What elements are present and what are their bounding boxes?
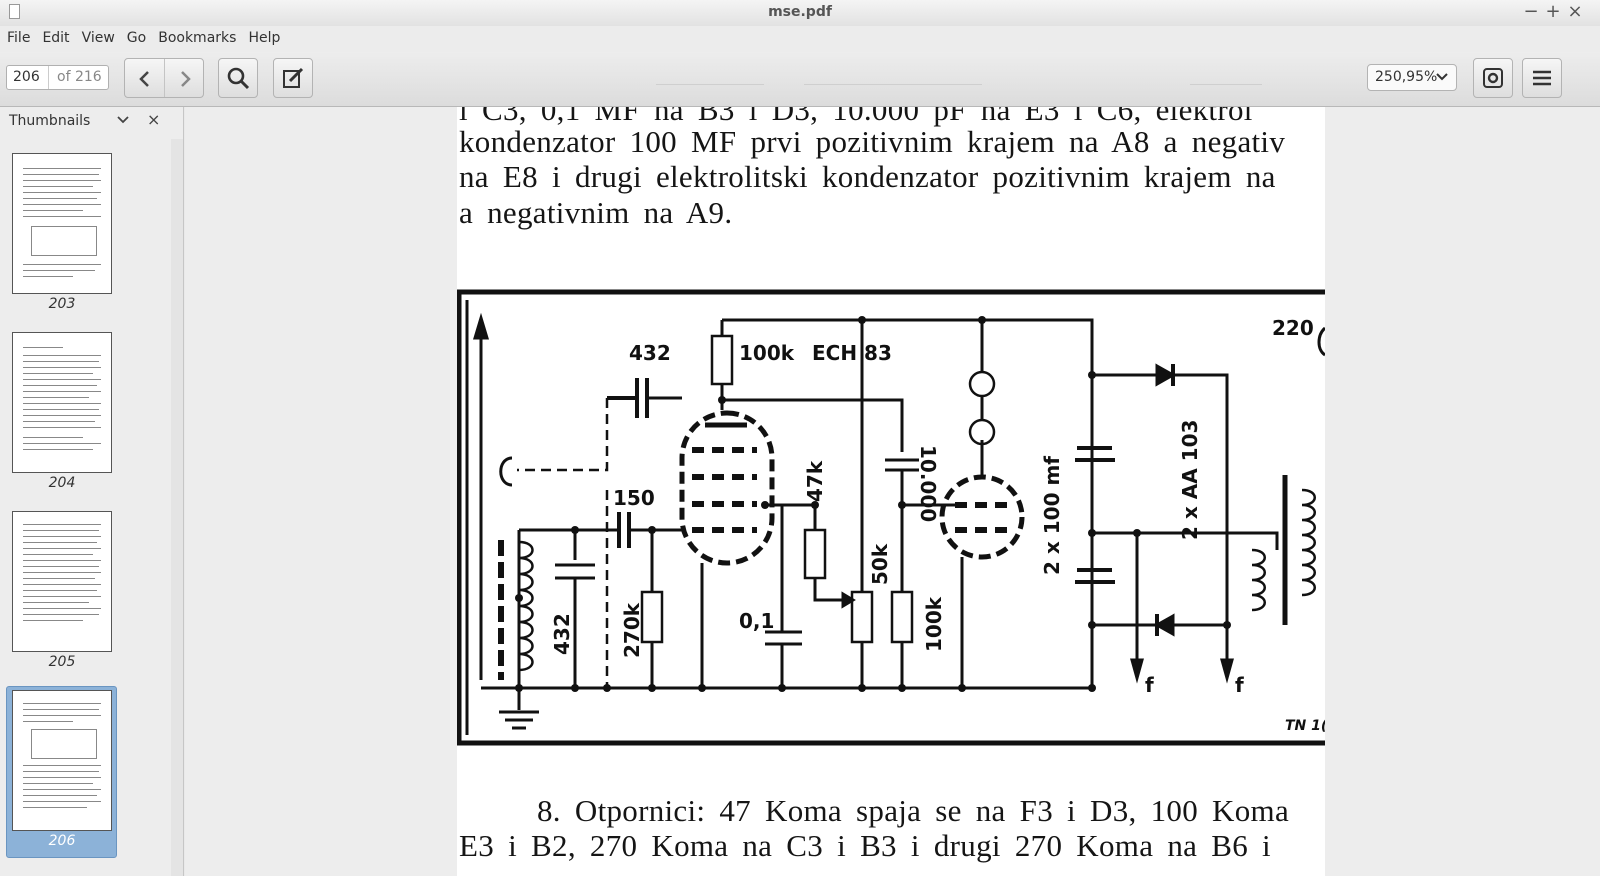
schematic-label: 50k	[868, 543, 892, 585]
menu-go[interactable]: Go	[126, 30, 147, 46]
thumbnail-page[interactable]	[12, 332, 112, 473]
page-number-input[interactable]: 206	[7, 66, 49, 89]
sidebar-scrollbar[interactable]	[171, 139, 183, 876]
page-selector: 206 of 216	[6, 65, 109, 90]
thumbnails-sidebar: Thumbnails × 203 204 205 206	[0, 107, 184, 876]
close-icon[interactable]: ×	[1567, 1, 1583, 22]
find-button[interactable]	[218, 58, 258, 98]
text-line: i C3, 0,1 MF na B3 i D3, 10.000 pF na E3…	[459, 107, 1253, 127]
menu-view[interactable]: View	[81, 30, 115, 46]
maximize-icon[interactable]: +	[1545, 1, 1561, 22]
menu-help[interactable]: Help	[248, 30, 281, 46]
text-line: E3 i B2, 270 Koma na C3 i B3 i drugi 270…	[459, 828, 1271, 863]
text-line: a negativnim na A9.	[459, 195, 733, 230]
circuit-schematic: 432 100k ECH 83 10.000 220 150 47k 50k 2…	[457, 289, 1325, 746]
schematic-label: f	[1235, 673, 1244, 697]
previous-page-button[interactable]	[136, 70, 154, 88]
schematic-label: 47k	[803, 460, 827, 502]
schematic-label: 100k	[922, 596, 946, 652]
schematic-label: TN 1(	[1285, 718, 1325, 734]
minimize-icon[interactable]: −	[1523, 1, 1539, 22]
search-icon	[227, 67, 250, 90]
schematic-label: 10.000	[916, 445, 940, 522]
page-navigation	[124, 58, 204, 98]
document-viewer[interactable]: i C3, 0,1 MF na B3 i D3, 10.000 pF na E3…	[185, 107, 1600, 876]
thumbnail-page[interactable]	[12, 511, 112, 652]
next-page-button[interactable]	[176, 70, 194, 88]
schematic-label: 0,1	[739, 609, 774, 633]
text-line: 8. Otpornici: 47 Koma spaja se na F3 i D…	[537, 793, 1290, 828]
gear-icon	[1483, 68, 1503, 88]
schematic-label: 2 x 100 mf	[1040, 456, 1064, 575]
hamburger-menu-icon	[1533, 70, 1551, 86]
menu-edit[interactable]: Edit	[42, 30, 70, 46]
schematic-label: 432	[629, 341, 671, 365]
schematic-label: ECH 83	[812, 341, 892, 365]
chevron-left-icon	[139, 71, 149, 87]
window-title: mse.pdf	[768, 4, 832, 20]
thumbnail-label: 205	[48, 654, 76, 670]
chevron-down-icon[interactable]	[117, 115, 129, 125]
edit-icon	[283, 67, 304, 88]
chevron-down-icon	[1436, 73, 1448, 81]
page-total-label: of 216	[57, 69, 102, 85]
schematic-label: 270k	[620, 602, 644, 658]
pdf-page: i C3, 0,1 MF na B3 i D3, 10.000 pF na E3…	[457, 107, 1325, 876]
text-line: kondenzator 100 MF prvi pozitivnim kraje…	[459, 124, 1286, 159]
schematic-label: 100k	[739, 341, 795, 365]
menu-bookmarks[interactable]: Bookmarks	[158, 30, 237, 46]
schematic-label: 432	[550, 613, 574, 655]
zoom-select[interactable]: 250,95%	[1367, 64, 1457, 91]
app-menu-button[interactable]	[1522, 58, 1562, 98]
sidebar-header: Thumbnails ×	[0, 107, 183, 135]
window-controls: −+ ×	[1520, 1, 1586, 22]
thumbnail-page-selected[interactable]	[12, 690, 112, 831]
sidebar-options-button[interactable]	[1473, 58, 1513, 98]
document-icon	[9, 4, 20, 19]
title-bar: mse.pdf −+ ×	[0, 0, 1600, 26]
zoom-value: 250,95%	[1375, 69, 1438, 85]
schematic-label: f	[1145, 673, 1154, 697]
annotate-button[interactable]	[273, 58, 313, 98]
text-line: na E8 i drugi elektrolitski kondenzator …	[459, 159, 1276, 194]
sidebar-title: Thumbnails	[9, 113, 91, 129]
schematic-label: 150	[613, 486, 655, 510]
menu-bar: File Edit View Go Bookmarks Help	[0, 26, 1600, 52]
menu-file[interactable]: File	[7, 30, 31, 46]
thumbnail-page[interactable]	[12, 153, 112, 294]
toolbar: 206 of 216 250,95%	[0, 52, 1600, 107]
thumbnail-label: 203	[48, 296, 76, 312]
chevron-right-icon	[181, 71, 191, 87]
schematic-label: 220	[1272, 316, 1314, 340]
thumbnail-label-selected: 206	[48, 833, 76, 849]
schematic-label: 2 x AA 103	[1178, 420, 1202, 540]
thumbnail-label: 204	[48, 475, 76, 491]
close-sidebar-icon[interactable]: ×	[147, 110, 161, 129]
